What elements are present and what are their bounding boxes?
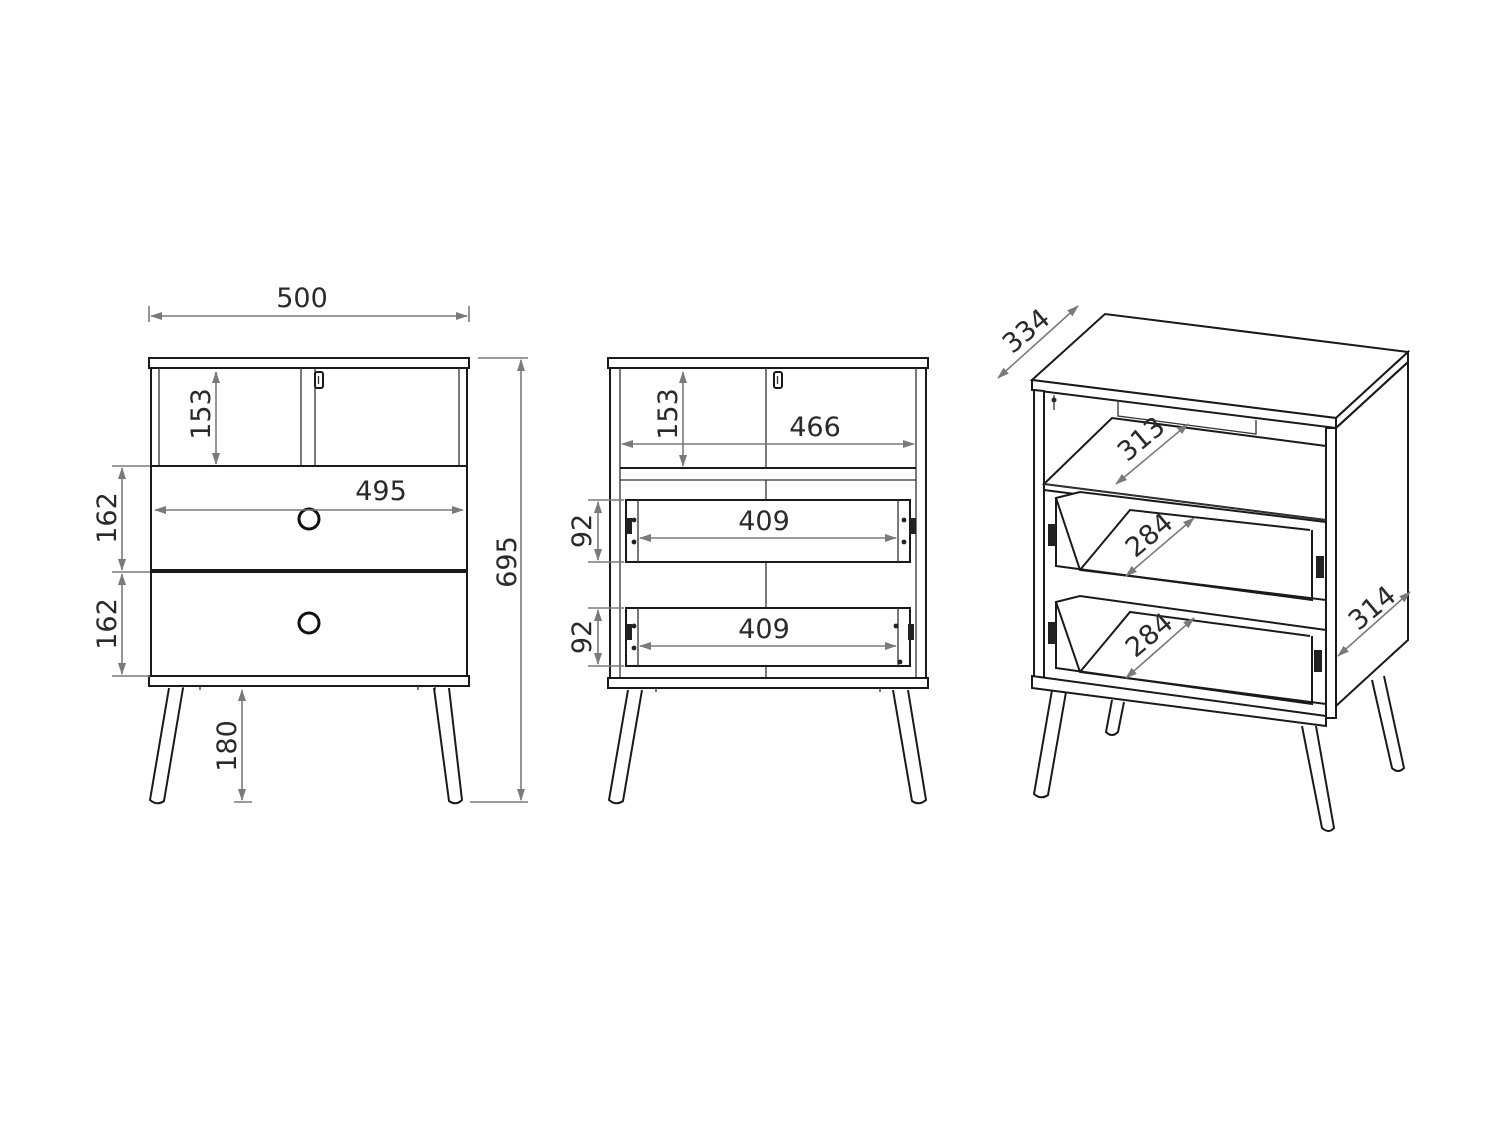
dim-drawer-bottom-92: 92 (567, 620, 598, 654)
dim-drawer-top-92: 92 (567, 514, 598, 548)
dim-height-695: 695 (492, 536, 523, 588)
dim-depth-334: 334 (997, 303, 1056, 360)
dim-drawer-top-409: 409 (738, 506, 790, 537)
dim-drawer-bottom-409: 409 (738, 614, 790, 645)
perspective-leg-back-left (1104, 699, 1125, 736)
cabinet-top-board (148, 357, 470, 369)
runner-right-bottom (908, 624, 914, 640)
perspective-leg-front-left (1032, 689, 1067, 799)
view-front-open: 153 466 92 409 92 409 (567, 357, 929, 805)
drawer-box-bottom (625, 607, 911, 667)
dim-inner-466: 466 (789, 412, 841, 443)
dim-open-shelf-153: 153 (653, 388, 684, 440)
dim-drawer-495: 495 (355, 476, 407, 507)
dim-drawer-bottom-162: 162 (92, 598, 123, 650)
dim-width-500: 500 (276, 283, 328, 314)
open-base-board (607, 677, 929, 689)
open-top-board (607, 357, 929, 369)
runner-right-top (910, 518, 916, 534)
drawer-knob-top (297, 507, 321, 531)
runner-left-top (626, 518, 632, 534)
view-front-closed: 500 153 495 162 162 180 695 (92, 283, 528, 805)
perspective-leg-front-right (1301, 725, 1336, 832)
view-perspective: 334 313 284 284 314 (997, 303, 1411, 832)
leg-left (148, 687, 184, 805)
dim-shelf-153: 153 (186, 388, 217, 440)
leg-right (433, 687, 464, 805)
dim-side-314: 314 (1343, 580, 1402, 637)
dim-drawer-top-162: 162 (92, 492, 123, 544)
leg-left-2 (607, 689, 643, 805)
perspective-leg-back-right (1371, 675, 1406, 772)
cabinet-base-board (148, 675, 470, 687)
dim-leg-180: 180 (212, 720, 243, 772)
perspective-runner-bottom (1048, 622, 1056, 644)
leg-right-2 (892, 689, 928, 805)
drawer-knob-bottom (297, 611, 321, 635)
runner-left-bottom (626, 624, 632, 640)
perspective-runner-top (1048, 524, 1056, 546)
